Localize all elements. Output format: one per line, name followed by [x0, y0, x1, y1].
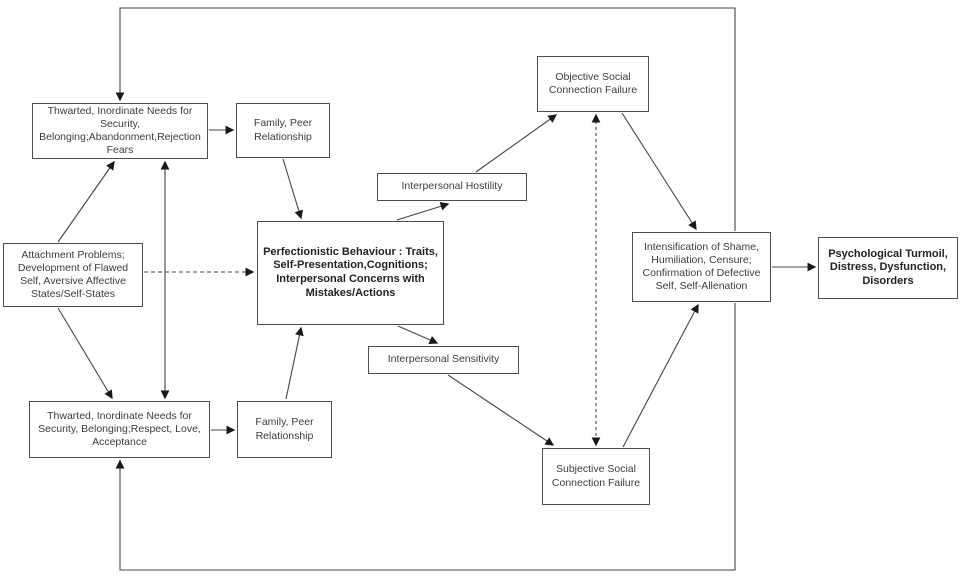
- arrow-perfectionistic-to-hostility: [396, 202, 450, 221]
- arrow-sensitivity-to-subjective: [447, 374, 555, 446]
- node-interpersonal-sensitivity: Interpersonal Sensitivity: [368, 346, 519, 374]
- arrow-attachment-to-needs-bottom: [57, 307, 113, 400]
- node-perfectionistic-behaviour: Perfectionistic Behaviour : Traits, Self…: [257, 221, 444, 325]
- arrow-attachment-to-needs-top: [57, 160, 115, 243]
- node-psychological-turmoil: Psychological Turmoil, Distress, Dysfunc…: [818, 237, 958, 299]
- node-intensification-of-shame: Intensification of Shame, Humiliation, C…: [632, 232, 771, 302]
- arrow-perfectionistic-to-sensitivity: [397, 325, 439, 345]
- node-objective-social-connection-failure: Objective Social Connection Failure: [537, 56, 649, 112]
- node-label: Thwarted, Inordinate Needs for Security,…: [39, 104, 201, 157]
- node-label: Interpersonal Hostility: [401, 180, 503, 193]
- arrow-family-top-to-perfectionistic: [282, 158, 304, 220]
- node-thwarted-needs-abandonment: Thwarted, Inordinate Needs for Security,…: [32, 103, 208, 159]
- node-label: Thwarted, Inordinate Needs for Security,…: [38, 409, 201, 448]
- arrow-objective-to-intensification: [621, 112, 697, 231]
- node-label: Perfectionistic Behaviour : Traits, Self…: [263, 245, 438, 299]
- node-family-peer-relationship-bottom: Family, Peer Relationship: [237, 401, 332, 458]
- node-label: Psychological Turmoil, Distress, Dysfunc…: [828, 247, 948, 287]
- node-label: Intensification of Shame, Humiliation, C…: [642, 240, 761, 293]
- node-label: Objective Social Connection Failure: [548, 70, 638, 96]
- arrow-loop-intensification-to-needs-top: [115, 7, 736, 231]
- node-interpersonal-hostility: Interpersonal Hostility: [377, 173, 527, 201]
- arrow-subjective-to-intensification: [622, 303, 699, 448]
- node-label: Family, Peer Relationship: [253, 117, 313, 143]
- node-attachment-problems: Attachment Problems; Development of Flaw…: [3, 243, 143, 307]
- arrow-family-bottom-to-perfectionistic: [285, 326, 304, 400]
- node-label: Subjective Social Connection Failure: [551, 463, 641, 489]
- node-label: Interpersonal Sensitivity: [387, 353, 500, 366]
- node-family-peer-relationship-top: Family, Peer Relationship: [236, 103, 330, 158]
- node-label: Family, Peer Relationship: [255, 416, 314, 442]
- arrow-loop-intensification-to-needs-bottom: [115, 303, 736, 571]
- arrow-hostility-to-objective: [475, 114, 558, 173]
- node-thwarted-needs-respect: Thwarted, Inordinate Needs for Security,…: [29, 401, 210, 458]
- node-subjective-social-connection-failure: Subjective Social Connection Failure: [542, 448, 650, 505]
- node-label: Attachment Problems; Development of Flaw…: [17, 248, 129, 301]
